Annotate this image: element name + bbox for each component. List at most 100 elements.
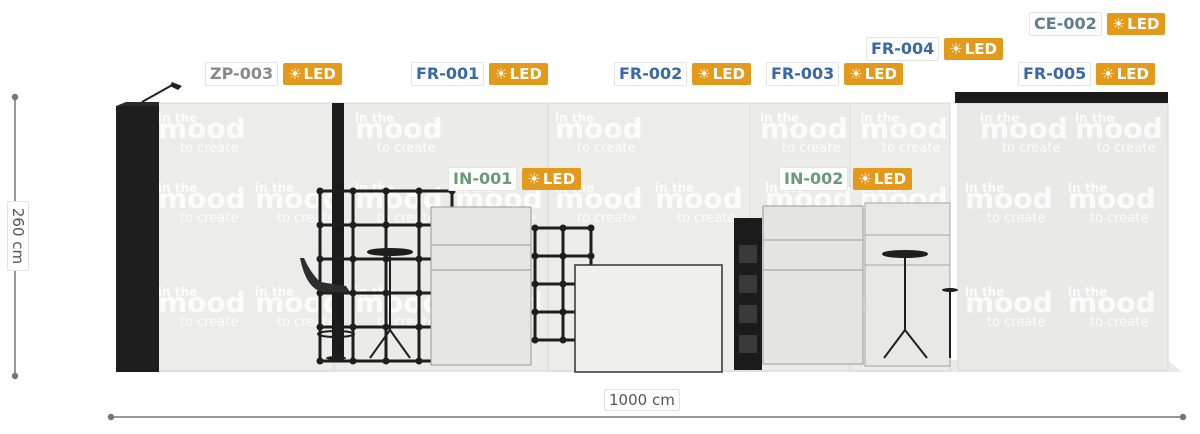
watermark-line3: to create: [180, 211, 238, 226]
watermark-line1: in the: [158, 111, 197, 125]
watermark-line3: to create: [577, 211, 635, 226]
fixture-tag: FR-005 ☀LED: [1018, 62, 1156, 86]
led-badge: ☀LED: [489, 63, 549, 85]
sun-icon: ☀: [849, 65, 863, 83]
watermark-line2: mood: [1068, 286, 1156, 319]
fixture-code: FR-001: [411, 62, 485, 86]
fixture-code: FR-003: [766, 62, 840, 86]
led-badge: ☀LED: [283, 63, 342, 85]
watermark-line3: to create: [987, 315, 1045, 330]
led-label: LED: [864, 65, 898, 83]
led-label: LED: [303, 65, 336, 83]
wall-column: [332, 103, 344, 361]
watermark-line1: in the: [255, 285, 294, 299]
fixture-code: FR-005: [1018, 62, 1092, 86]
watermark-line3: to create: [882, 141, 940, 156]
watermark-line3: to create: [677, 211, 735, 226]
watermark-line2: mood: [860, 112, 948, 145]
fixture-code: FR-002: [614, 62, 688, 86]
watermark-line1: in the: [355, 111, 394, 125]
fixture-tag: FR-002☀LED: [614, 62, 752, 86]
watermark-line1: in the: [555, 111, 594, 125]
watermark-line1: in the: [760, 111, 799, 125]
led-label: LED: [1116, 65, 1150, 83]
watermark-line3: to create: [180, 315, 238, 330]
watermark-line3: to create: [782, 141, 840, 156]
bar-stool-right: [942, 288, 958, 358]
height-dimension-label: 260 cm: [7, 201, 29, 271]
reception-counter: [574, 264, 723, 373]
fixture-tag: IN-002 ☀LED: [779, 167, 913, 191]
bar-stool-chair: [300, 258, 355, 360]
watermark-line2: mood: [965, 182, 1053, 215]
led-label: LED: [542, 170, 576, 188]
watermark-line1: in the: [255, 181, 294, 195]
fixture-tag: FR-001☀LED: [411, 62, 549, 86]
fixture-tag: FR-003☀LED: [766, 62, 904, 86]
spotlight-head: [170, 82, 182, 90]
fixture-code: IN-001: [448, 167, 518, 191]
led-badge: ☀LED: [522, 168, 582, 190]
display-cabinet-in002: [762, 205, 864, 365]
sun-icon: ☀: [288, 65, 302, 83]
fixture-tag: IN-001☀LED: [448, 167, 582, 191]
display-cabinet-in001: [430, 206, 532, 366]
width-dimension-label: 1000 cm: [604, 389, 680, 411]
side-cabinet: [864, 202, 951, 367]
watermark-line2: mood: [355, 182, 443, 215]
watermark-line3: to create: [377, 141, 435, 156]
watermark-line3: to create: [577, 141, 635, 156]
watermark-line2: mood: [760, 112, 848, 145]
sun-icon: ☀: [527, 170, 541, 188]
fixture-tag: FR-004☀LED: [866, 37, 1004, 61]
watermark-line2: mood: [555, 112, 643, 145]
sun-icon: ☀: [1101, 65, 1115, 83]
watermark-line2: mood: [980, 112, 1068, 145]
led-badge: ☀LED: [692, 63, 752, 85]
fixture-tag: ZP-003☀LED: [205, 62, 342, 86]
sun-icon: ☀: [858, 170, 872, 188]
led-badge: ☀LED: [944, 38, 1004, 60]
watermark-line1: in the: [860, 111, 899, 125]
shelf-tower: [734, 218, 762, 370]
side-panel-zp003: [116, 106, 159, 372]
watermark-line3: to create: [987, 211, 1045, 226]
watermark-line1: in the: [1068, 181, 1107, 195]
watermark-line1: in the: [158, 181, 197, 195]
led-badge: ☀LED: [844, 63, 904, 85]
side-panel-top: [116, 102, 159, 106]
led-badge: ☀LED: [1106, 13, 1166, 35]
watermark-line2: mood: [1068, 182, 1156, 215]
led-label: LED: [873, 170, 907, 188]
watermark-line3: to create: [1090, 211, 1148, 226]
sun-icon: ☀: [494, 65, 508, 83]
watermark-line3: to create: [1090, 315, 1148, 330]
fixture-code: IN-002: [779, 167, 849, 191]
led-label: LED: [509, 65, 543, 83]
watermark-line2: mood: [158, 286, 246, 319]
watermark-line3: to create: [1002, 141, 1060, 156]
watermark-line2: mood: [255, 182, 343, 215]
spotlight-icon: [141, 83, 175, 103]
bar-table-right: [882, 250, 928, 359]
fixture-code: ZP-003: [205, 62, 279, 86]
watermark-line2: mood: [965, 286, 1053, 319]
watermark-line1: in the: [1075, 111, 1114, 125]
watermark-line1: in the: [965, 181, 1004, 195]
fixture-code: CE-002: [1029, 12, 1102, 36]
watermark-line3: to create: [180, 141, 238, 156]
watermark-line3: to create: [1097, 141, 1155, 156]
led-label: LED: [964, 40, 998, 58]
